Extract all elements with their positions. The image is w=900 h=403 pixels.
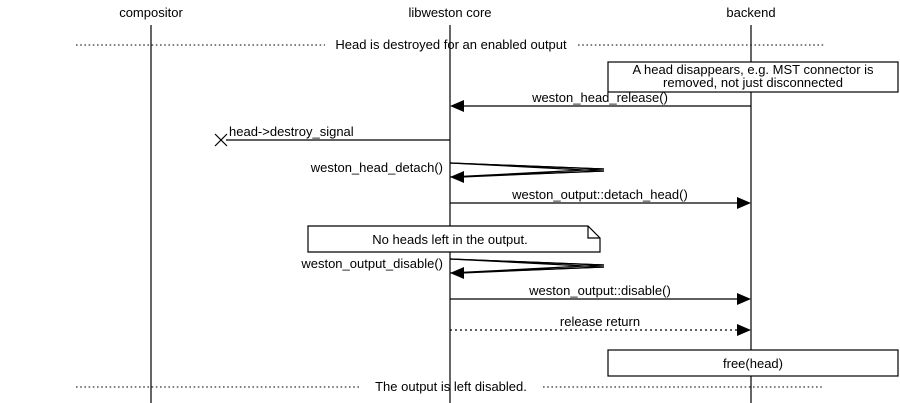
message-weston-output-disable-call-line-out (449, 258, 605, 266)
message-weston-head-detach-arrowhead (450, 171, 464, 183)
message-weston-head-detach[interactable]: weston_head_detach() (310, 160, 605, 183)
message-weston-head-release-label: weston_head_release() (531, 90, 668, 105)
note-free-head-label: free(head) (723, 356, 783, 371)
message-weston-output-disable-label: weston_output::disable() (528, 283, 671, 298)
message-weston-output-disable-label-bg (500, 284, 700, 298)
message-weston-output-disable-call-loop (449, 258, 605, 274)
message-weston-head-release[interactable]: weston_head_release() (450, 90, 751, 112)
message-weston-head-release-arrowhead (450, 100, 464, 112)
note-no-heads-left-fold-icon (587, 226, 600, 239)
participant-headers: compositor libweston core backend (119, 5, 775, 20)
message-weston-output-disable-call-arrowhead (450, 267, 464, 279)
divider-output-left-disabled: The output is left disabled. (76, 379, 824, 394)
message-weston-output-disable-call[interactable]: weston_output_disable() (300, 256, 605, 279)
divider-label-top: Head is destroyed for an enabled output (335, 37, 567, 52)
divider-head-destroyed: Head is destroyed for an enabled output (76, 37, 824, 52)
participant-label-backend[interactable]: backend (726, 5, 775, 20)
divider-label-bottom: The output is left disabled. (375, 379, 527, 394)
message-weston-head-detach-label: weston_head_detach() (310, 160, 443, 175)
message-release-return-arrowhead (737, 324, 751, 336)
lost-message-x-icon (214, 133, 228, 147)
message-release-return[interactable]: release return (450, 314, 751, 336)
message-weston-output-disable-call-label: weston_output_disable() (300, 256, 443, 271)
note-no-heads-left: No heads left in the output. (307, 225, 601, 253)
participant-label-libweston-core[interactable]: libweston core (408, 5, 491, 20)
note-no-heads-left-box (307, 225, 601, 253)
message-weston-output-disable[interactable]: weston_output::disable() (450, 283, 751, 305)
message-head-destroy-signal-label: head->destroy_signal (229, 124, 354, 139)
message-release-return-label: release return (560, 314, 640, 329)
note-free-head-box (607, 349, 899, 377)
note-mst-connector-line-2: removed, not just disconnected (663, 75, 843, 90)
message-weston-head-detach-line-out (449, 162, 605, 170)
note-mst-connector: A head disappears, e.g. MST connector is… (607, 61, 899, 93)
message-weston-output-detach-head-label: weston_output::detach_head() (511, 187, 688, 202)
message-weston-output-detach-head-label-bg (486, 188, 714, 202)
note-mst-connector-box (607, 61, 899, 93)
message-weston-output-detach-head[interactable]: weston_output::detach_head() (450, 187, 751, 209)
message-weston-head-detach-loop (449, 162, 605, 178)
message-weston-output-detach-head-arrowhead (737, 197, 751, 209)
note-mst-connector-line-1: A head disappears, e.g. MST connector is (632, 62, 874, 77)
message-weston-output-disable-call-line-back (461, 266, 605, 274)
note-no-heads-left-label: No heads left in the output. (372, 232, 527, 247)
note-free-head: free(head) (607, 349, 899, 377)
message-weston-head-detach-line-back (461, 170, 605, 178)
participant-label-compositor[interactable]: compositor (119, 5, 183, 20)
message-weston-output-disable-arrowhead (737, 293, 751, 305)
message-head-destroy-signal[interactable]: head->destroy_signal (214, 124, 450, 147)
